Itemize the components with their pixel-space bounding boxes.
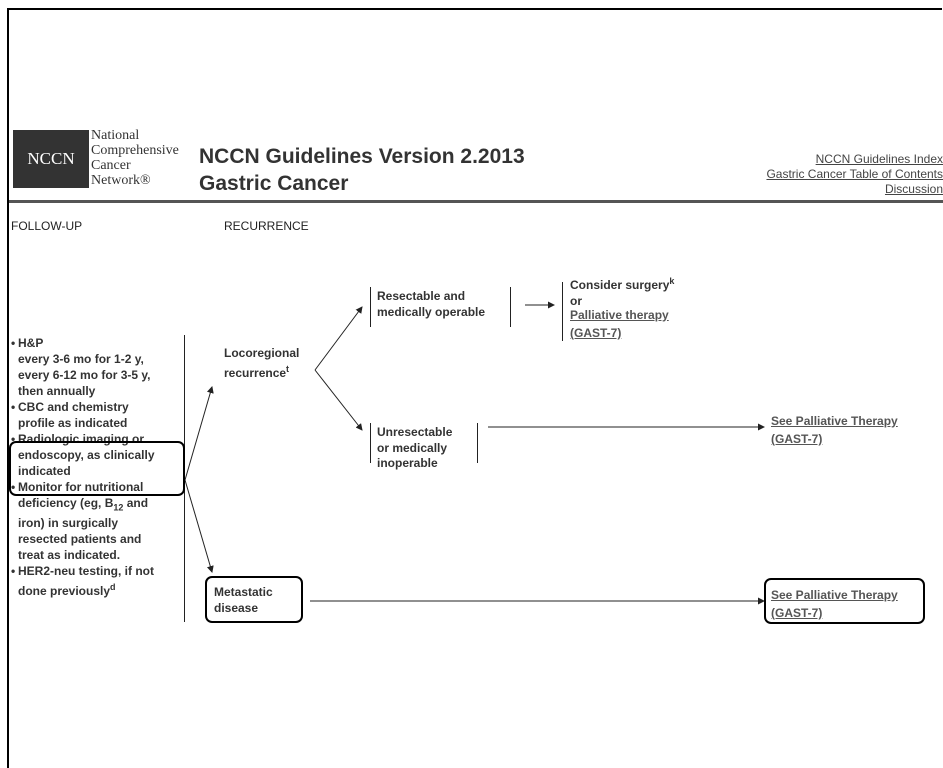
logo-line: Network® [91,173,151,188]
highlight-imaging-item [9,441,185,496]
followup-item-cbc: CBC and chemistry profile as indicated [11,399,191,431]
see-palliative-therapy-link-2[interactable]: See Palliative Therapy (GAST-7) [771,588,898,620]
logo-line: Cancer [91,158,131,173]
followup-heading: FOLLOW-UP [11,219,83,233]
nccn-logo: NCCN [13,130,89,188]
followup-item-nutrition: Monitor for nutritional deficiency (eg, … [11,479,191,563]
title-line-2: Gastric Cancer [199,172,349,195]
palliative-therapy-link[interactable]: Palliative therapy (GAST-7) [570,308,669,340]
logo-abbr: NCCN [27,149,75,168]
node-unresectable: Unresectable or medically inoperable [377,425,453,470]
logo-line: National [91,128,140,143]
table-of-contents-link[interactable]: Gastric Cancer Table of Contents [766,167,943,181]
node-metastatic-disease: Metastatic disease [214,585,273,615]
node-consider-surgery: Consider surgeryk or [570,276,675,308]
logo-line: Comprehensive [91,143,179,158]
header-divider [9,200,943,203]
followup-item-hp: H&P every 3-6 mo for 1-2 y, every 6-12 m… [11,335,191,399]
header-links: NCCN Guidelines Index Gastric Cancer Tab… [683,152,943,197]
page-frame [7,8,942,768]
title-line-1: NCCN Guidelines Version 2.2013 [199,145,525,168]
highlight-palliative-link [764,578,925,624]
followup-list: H&P every 3-6 mo for 1-2 y, every 6-12 m… [11,335,191,599]
page-title: NCCN Guidelines Version 2.2013 Gastric C… [199,143,525,197]
see-palliative-therapy-link-1[interactable]: See Palliative Therapy (GAST-7) [771,414,898,446]
node-resectable: Resectable and medically operable [377,289,486,319]
node-locoregional-recurrence: Locoregional recurrencet [224,346,300,380]
logo-wordmark: National Comprehensive Cancer Network® [91,128,179,188]
highlight-metastatic-node [205,576,303,623]
followup-item-her2: HER2-neu testing, if not done previously… [11,563,191,599]
guidelines-index-link[interactable]: NCCN Guidelines Index [815,152,943,166]
recurrence-heading: RECURRENCE [224,219,309,233]
discussion-link[interactable]: Discussion [884,182,943,196]
